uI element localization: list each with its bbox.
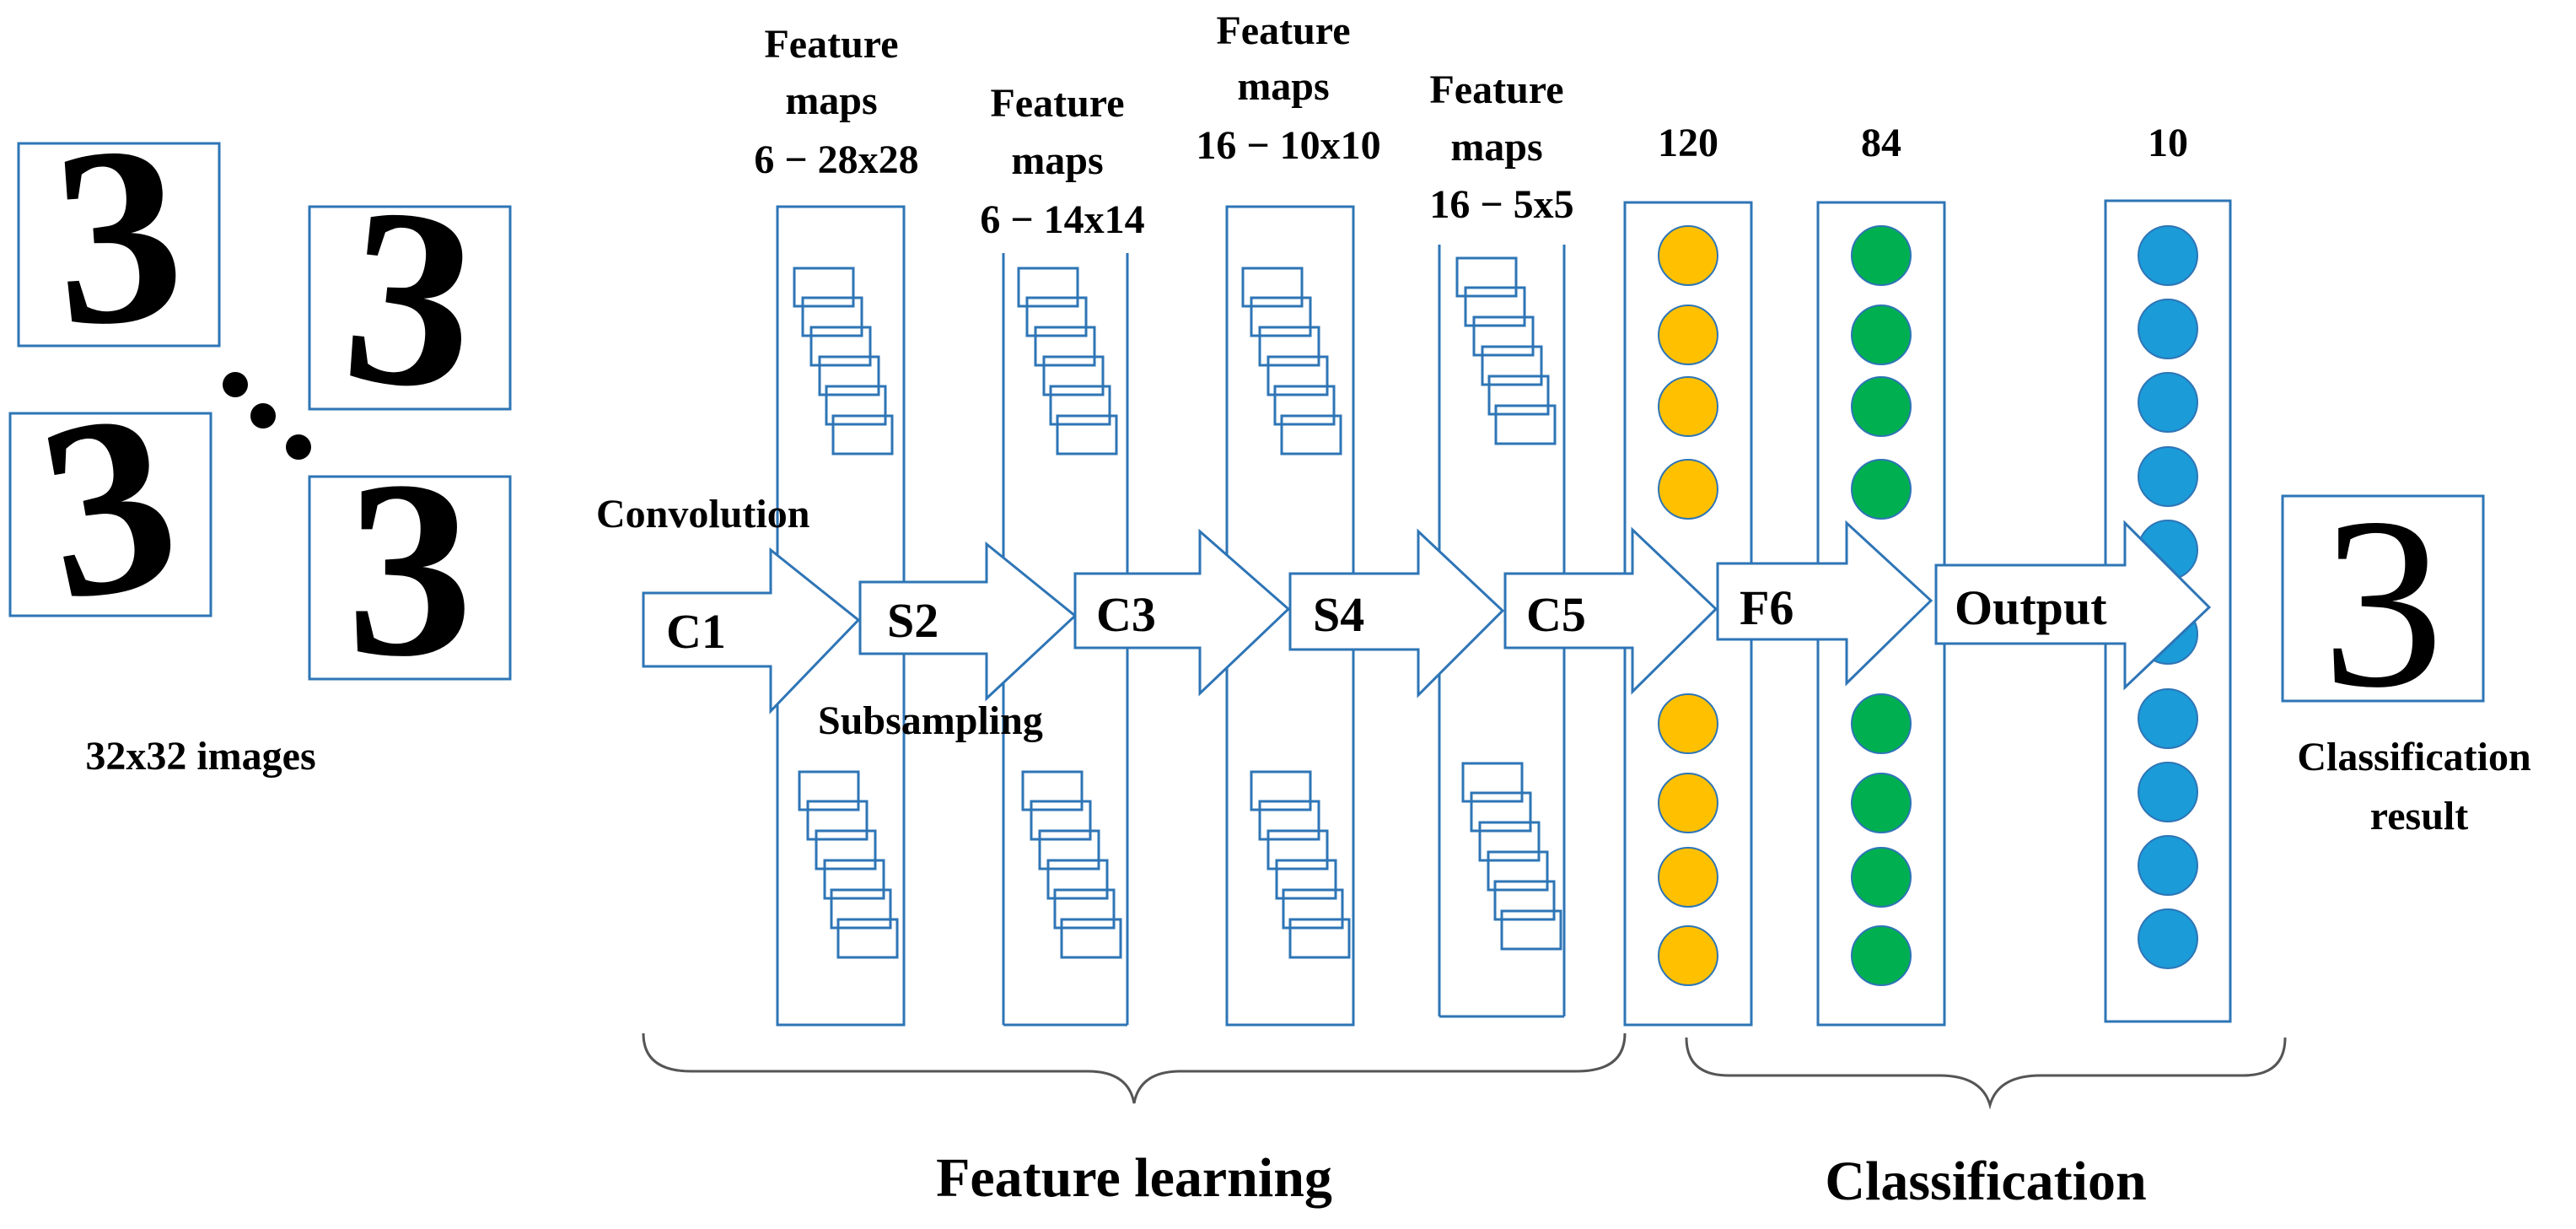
output-node-2 (2138, 299, 2198, 359)
stage-label-output: Output (1955, 580, 2107, 635)
c5-node-8 (1658, 925, 1718, 986)
arrow-c3: C3 (1073, 528, 1291, 697)
output-node-group (2138, 225, 2198, 969)
input-digit-4: 3 (347, 429, 473, 709)
output-node-10 (2138, 908, 2198, 969)
f6-node-3 (1851, 376, 1912, 437)
c3-caption: Feature maps 16 − 10x10 (1196, 8, 1380, 168)
arrow-output: Output (1934, 520, 2212, 691)
stage-label-s2: S2 (887, 593, 938, 648)
arrow-f6: F6 (1716, 520, 1933, 687)
output-node-3 (2138, 372, 2198, 433)
c5-node-4 (1658, 459, 1718, 520)
c5-node-2 (1658, 305, 1718, 365)
f6-node-1 (1851, 225, 1912, 286)
classification-brace: Classification (1685, 1037, 2287, 1212)
arrow-c1: C1 (642, 547, 861, 714)
output-node-1 (2138, 225, 2198, 286)
convolution-label: Convolution (596, 492, 809, 536)
input-image-4: 3 (308, 429, 512, 709)
input-digit-2: 3 (333, 153, 488, 445)
stage-label-c3: C3 (1096, 587, 1156, 642)
c5-node-1 (1658, 225, 1718, 286)
c1-feature-maps: Feature maps 6 − 28x28 (754, 22, 919, 1027)
ellipsis-dots (223, 372, 311, 460)
c5-node-7 (1658, 847, 1718, 908)
result-caption: Classification result (2297, 735, 2541, 838)
s4-caption: Feature maps 16 − 5x5 (1429, 67, 1573, 227)
f6-caption: 84 (1861, 121, 1901, 165)
stage-arrows: C1 S2 C3 S4 C5 F6 Output (642, 520, 2212, 714)
c5-node-5 (1658, 693, 1718, 754)
output-node-9 (2138, 835, 2198, 896)
s4-feature-maps: Feature maps 16 − 5x5 (1429, 67, 1574, 1018)
output-node-7 (2138, 688, 2198, 749)
input-digit-1: 3 (46, 91, 191, 380)
input-image-1: 3 (17, 91, 221, 380)
f6-neurons: 84 (1816, 121, 1946, 1027)
input-image-2: 3 (308, 153, 512, 445)
classification-label: Classification (1825, 1151, 2146, 1212)
input-images: 3 3 3 3 32x32 images (8, 91, 512, 779)
f6-node-8 (1851, 925, 1912, 986)
output-node-8 (2138, 762, 2198, 822)
output-caption: 10 (2148, 121, 2188, 165)
input-image-3: 3 (8, 357, 212, 655)
c5-node-6 (1658, 773, 1718, 833)
f6-node-5 (1851, 693, 1912, 754)
output-node-4 (2138, 446, 2198, 507)
s2-caption: Feature maps 6 − 14x14 (980, 81, 1144, 242)
input-caption: 32x32 images (85, 734, 315, 779)
c5-node-3 (1658, 376, 1718, 437)
c3-feature-maps: Feature maps 16 − 10x10 (1196, 8, 1381, 1027)
stage-label-s4: S4 (1313, 587, 1364, 642)
c5-node-group (1658, 225, 1718, 986)
c5-caption: 120 (1658, 121, 1718, 165)
arrow-s2: S2 (858, 541, 1078, 702)
s2-feature-maps: Feature maps 6 − 14x14 (980, 81, 1145, 1027)
stage-label-c5: C5 (1526, 587, 1586, 642)
stage-label-c1: C1 (666, 604, 726, 659)
arrow-c5: C5 (1503, 526, 1718, 695)
f6-node-group (1851, 225, 1912, 986)
output-neurons: 10 (2104, 121, 2232, 1023)
f6-node-4 (1851, 459, 1912, 520)
feature-learning-label: Feature learning (936, 1147, 1332, 1209)
subsampling-label: Subsampling (818, 698, 1043, 743)
arrow-s4: S4 (1288, 528, 1505, 698)
stage-label-f6: F6 (1740, 580, 1794, 635)
result-digit: 3 (2322, 467, 2444, 738)
classification-result: 3 Classification result (2281, 467, 2541, 838)
feature-learning-brace: Feature learning (642, 1032, 1627, 1209)
c1-caption: Feature maps 6 − 28x28 (754, 22, 918, 182)
f6-node-6 (1851, 773, 1912, 833)
f6-node-7 (1851, 847, 1912, 908)
f6-node-2 (1851, 305, 1912, 365)
